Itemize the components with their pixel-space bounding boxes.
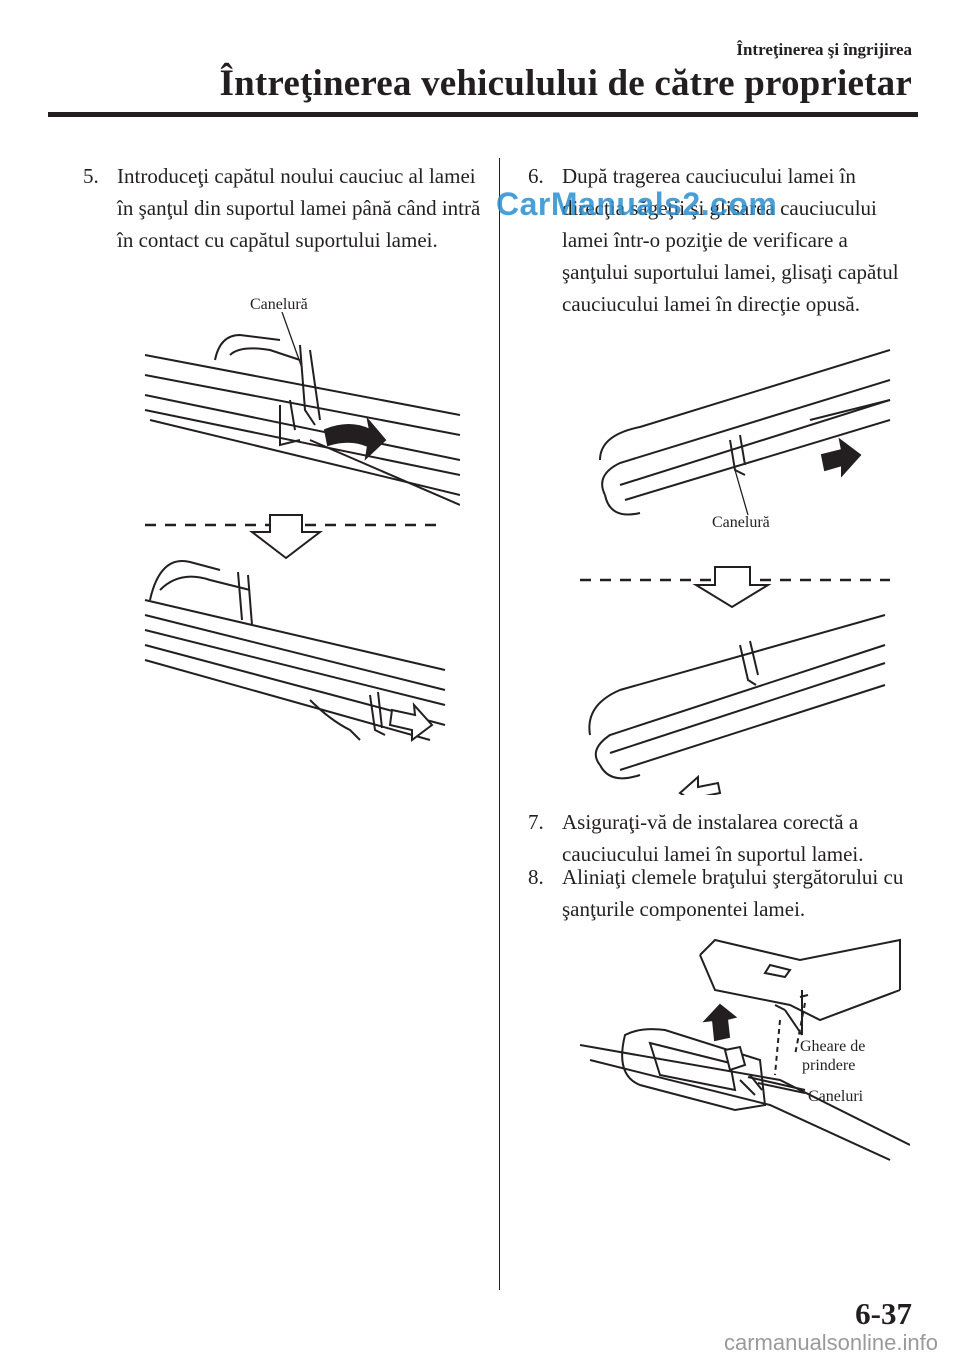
step-number: 6.	[528, 164, 544, 188]
page-title: Întreţinerea vehiculului de către propri…	[219, 63, 912, 104]
step-number: 8.	[528, 865, 544, 889]
page-number: 6-37	[855, 1296, 912, 1331]
figure-3-label-claws: Gheare de	[800, 1038, 866, 1055]
watermark: CarManuals2.com	[496, 186, 778, 222]
figure-3-label-claws-2: prindere	[802, 1057, 856, 1074]
step-7: 7. Asiguraţi-vă de instalarea corectă a …	[528, 806, 908, 870]
section-header: Întreţinerea şi îngrijirea	[736, 40, 912, 60]
step-6: 6. După tragerea cauciucului lamei în di…	[528, 160, 908, 320]
step-text: Introduceţi capătul noului cauciuc al la…	[117, 164, 481, 252]
step-text: Aliniaţi clemele braţului ştergătorului …	[562, 865, 904, 921]
figure-blade-check	[580, 349, 891, 795]
figure-3-label-grooves: Caneluri	[808, 1088, 864, 1105]
column-divider	[499, 158, 500, 1290]
step-number: 7.	[528, 810, 544, 834]
step-5: 5. Introduceţi capătul noului cauciuc al…	[83, 160, 483, 256]
step-number: 5.	[83, 164, 99, 188]
step-text: Asiguraţi-vă de instalarea corectă a cau…	[562, 810, 864, 866]
section-name: Întreţinerea şi îngrijirea	[736, 40, 912, 59]
step-text: După tragerea cauciucului lamei în direc…	[562, 164, 899, 316]
figure-1-label: Canelură	[250, 296, 308, 313]
figure-arm-clip	[580, 938, 910, 1161]
figure-blade-insertion	[144, 311, 460, 742]
header-rule	[48, 112, 918, 117]
figure-2-label: Canelură	[712, 514, 770, 531]
step-8: 8. Aliniaţi clemele braţului ştergătorul…	[528, 861, 908, 925]
footer-url: carmanualsonline.info	[723, 1330, 938, 1355]
